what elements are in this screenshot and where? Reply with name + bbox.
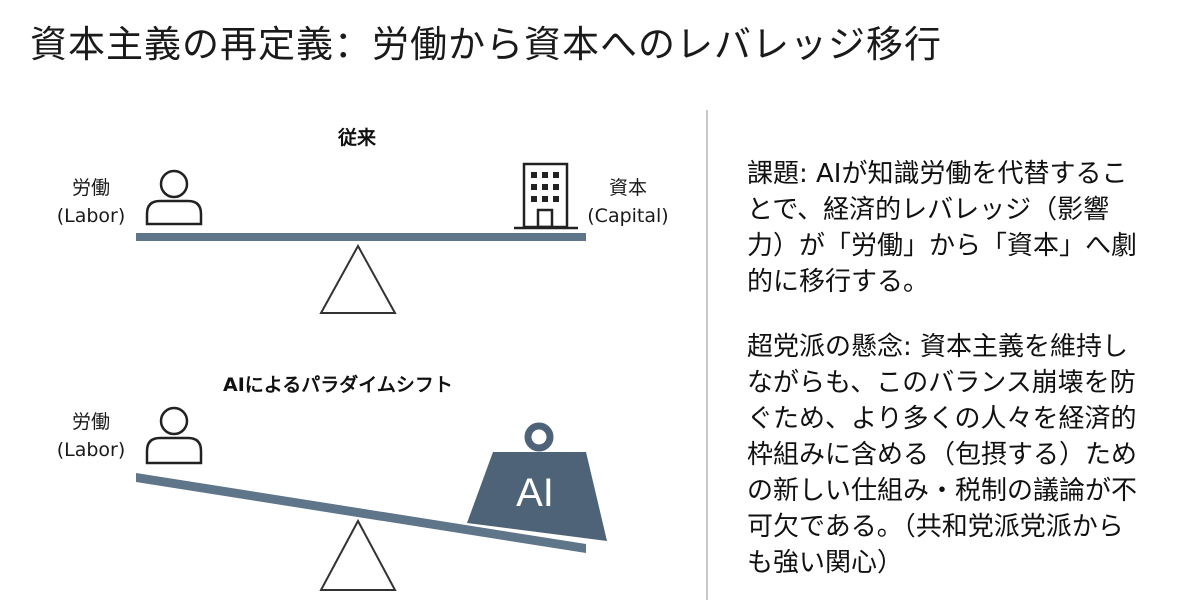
ai-tilted-beam (136, 473, 586, 553)
traditional-beam (136, 233, 586, 241)
traditional-building-icon (514, 162, 578, 230)
ai-person-icon (145, 406, 203, 465)
traditional-labor-label-sub: (Labor) (56, 205, 126, 227)
ai-shift-heading: AIによるパラダイムシフト (223, 374, 453, 396)
traditional-heading: 従来 (338, 127, 377, 149)
scale-diagram: AI (136, 162, 607, 591)
traditional-building-windows (531, 172, 559, 202)
page-title: 資本主義の再定義：労働から資本へのレバレッジ移行 (30, 23, 942, 66)
traditional-capital-label-sub: (Capital) (587, 205, 669, 227)
traditional-labor-label: 労働 (Labor) (46, 174, 136, 230)
traditional-scale (136, 162, 586, 314)
concern-text: 超党派の懸念: 資本主義を維持しながらも、このバランス崩壊を防ぐため、より多くの… (747, 332, 1138, 578)
traditional-labor-label-main: 労働 (71, 177, 110, 199)
issue-text: 課題: AIが知識労働を代替することで、経済的レバレッジ（影響力）が「労働」から… (747, 159, 1138, 297)
explanation-panel: 課題: AIが知識労働を代替することで、経済的レバレッジ（影響力）が「労働」から… (747, 156, 1147, 610)
ai-fulcrum (319, 518, 397, 591)
traditional-fulcrum (319, 243, 397, 314)
ai-weight-label: AI (516, 471, 554, 515)
vertical-divider (706, 110, 708, 600)
ai-shift-scale: AI (136, 406, 607, 591)
ai-labor-label-sub: (Labor) (56, 439, 126, 461)
traditional-capital-label: 資本 (Capital) (578, 174, 678, 230)
ai-labor-label: 労働 (Labor) (46, 408, 136, 464)
traditional-capital-label-main: 資本 (608, 177, 647, 199)
ai-weight-icon: AI (467, 422, 607, 541)
traditional-person-icon (145, 169, 203, 226)
ai-labor-label-main: 労働 (71, 411, 110, 433)
